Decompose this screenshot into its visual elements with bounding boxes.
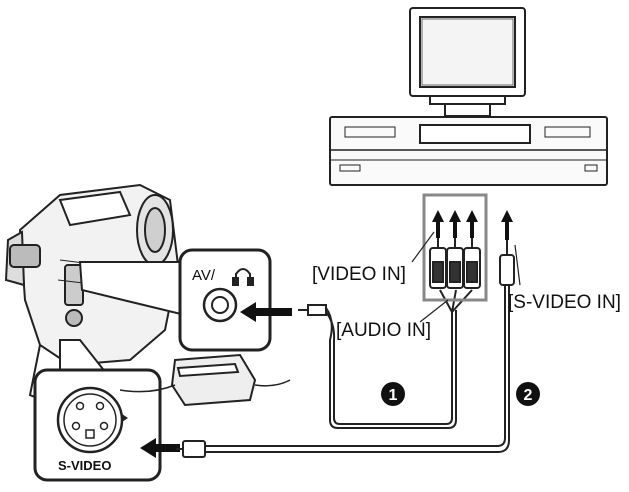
arrow-left-icon <box>240 302 292 322</box>
av-cable <box>298 289 473 429</box>
audio-in-label: [AUDIO IN] <box>336 320 431 341</box>
rca-plugs <box>429 238 481 289</box>
marker-1: 1 <box>381 382 405 406</box>
arrow-up-icon <box>432 210 513 240</box>
svg-text:1: 1 <box>389 387 398 404</box>
vcr <box>329 116 608 186</box>
marker-2: 2 <box>516 382 540 406</box>
plug-group-bracket <box>422 193 488 302</box>
av-jack-label: AV/ <box>192 267 216 284</box>
arrow-left-icon <box>140 438 180 458</box>
video-in-label: [VIDEO IN] <box>312 264 406 285</box>
s-video-jack-callout: S-VIDEO <box>33 339 162 482</box>
headphone-icon <box>232 268 254 286</box>
av-jack-callout: AV/ <box>78 248 272 352</box>
s-video-in-label: [S-VIDEO IN] <box>508 292 621 313</box>
leader-lines <box>411 231 521 323</box>
tv <box>409 7 526 117</box>
svg-text:2: 2 <box>524 387 533 404</box>
s-video-jack-label: S-VIDEO <box>58 458 111 473</box>
s-video-cable <box>176 240 515 458</box>
ac-adapter <box>119 353 291 407</box>
